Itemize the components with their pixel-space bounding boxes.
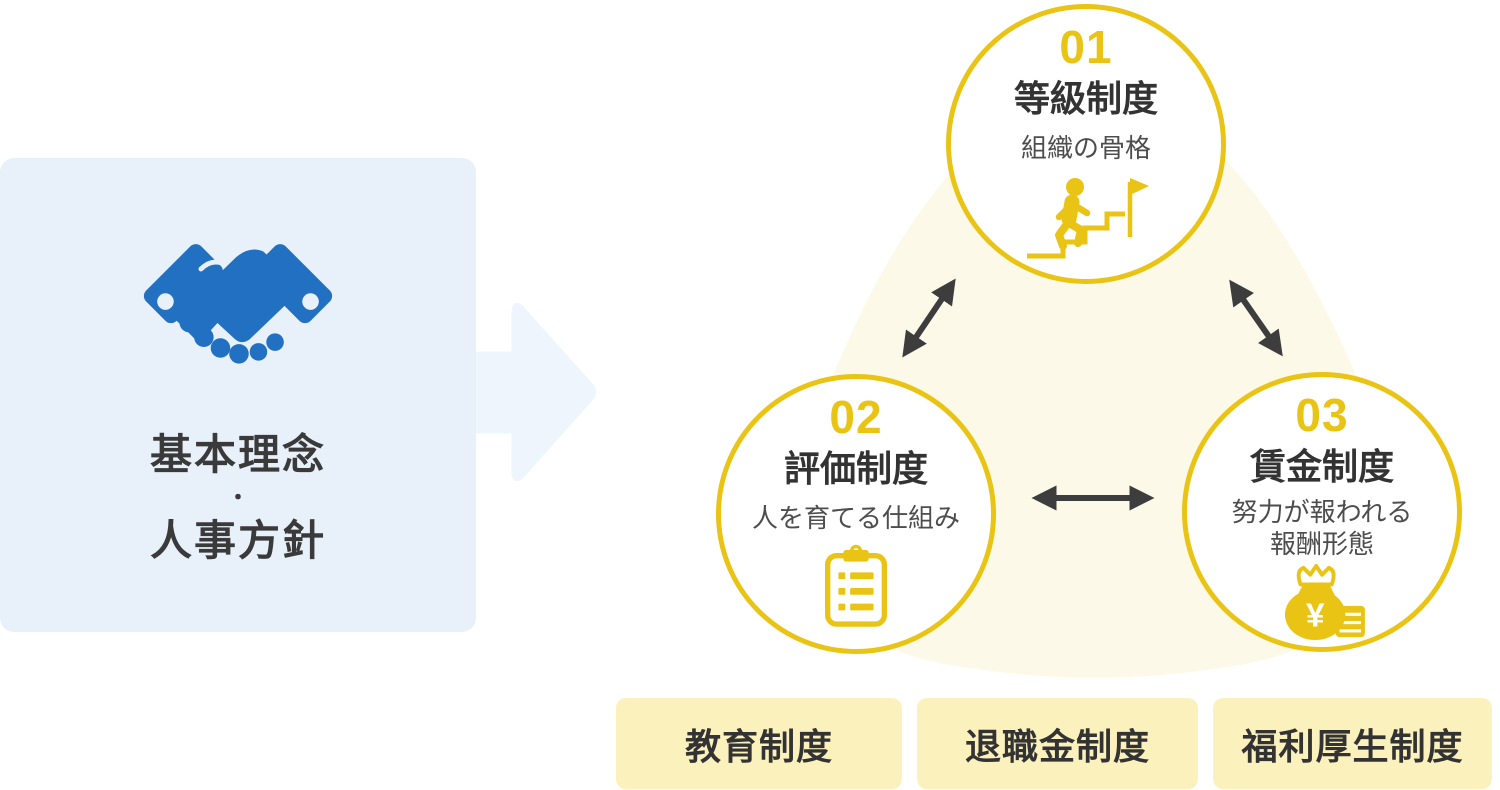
node-title: 等級制度 [1013, 77, 1158, 119]
node-subtitle: 組織の骨格 [1020, 132, 1151, 163]
bottom-box-label: 福利厚生制度 [1241, 725, 1464, 767]
money-bag-yen-icon: ¥ [1284, 563, 1365, 641]
node-number: 01 [1059, 21, 1113, 73]
flow-arrow-right-icon [476, 303, 596, 481]
bottom-box-welfare-system: 福利厚生制度 [1213, 698, 1492, 789]
node-number: 03 [1295, 389, 1349, 441]
node-subtitle-line1: 努力が報われる [1231, 496, 1413, 527]
node-wage-system: 03 賃金制度 努力が報われる 報酬形態 ¥ [1182, 372, 1462, 652]
panel-title-separator: ・ [226, 484, 249, 510]
panel-title-line2: 人事方針 [149, 516, 326, 564]
bottom-box-label: 教育制度 [684, 725, 833, 767]
person-climbing-stairs-flag-icon [1027, 178, 1149, 259]
bottom-box-education-system: 教育制度 [616, 698, 902, 789]
bottom-box-label: 退職金制度 [964, 725, 1150, 767]
node-number: 02 [829, 391, 883, 443]
panel-title-line1: 基本理念 [149, 431, 326, 478]
panel-title: 基本理念 ・ 人事方針 [150, 430, 326, 565]
handshake-icon [143, 244, 333, 364]
basic-philosophy-panel: 基本理念 ・ 人事方針 [0, 158, 476, 632]
node-evaluation-system: 02 評価制度 人を育てる仕組み [716, 374, 996, 654]
node-subtitle: 努力が報われる 報酬形態 [1232, 496, 1413, 561]
clipboard-checklist-icon [824, 545, 888, 628]
node-title: 賃金制度 [1249, 445, 1394, 487]
node-subtitle-line2: 報酬形態 [1269, 529, 1374, 560]
node-grade-system: 01 等級制度 組織の骨格 [946, 4, 1226, 284]
node-title: 評価制度 [783, 447, 928, 489]
bottom-box-retirement-allowance-system: 退職金制度 [917, 698, 1198, 789]
node-subtitle: 人を育てる仕組み [751, 502, 960, 533]
svg-text:¥: ¥ [1306, 597, 1325, 634]
